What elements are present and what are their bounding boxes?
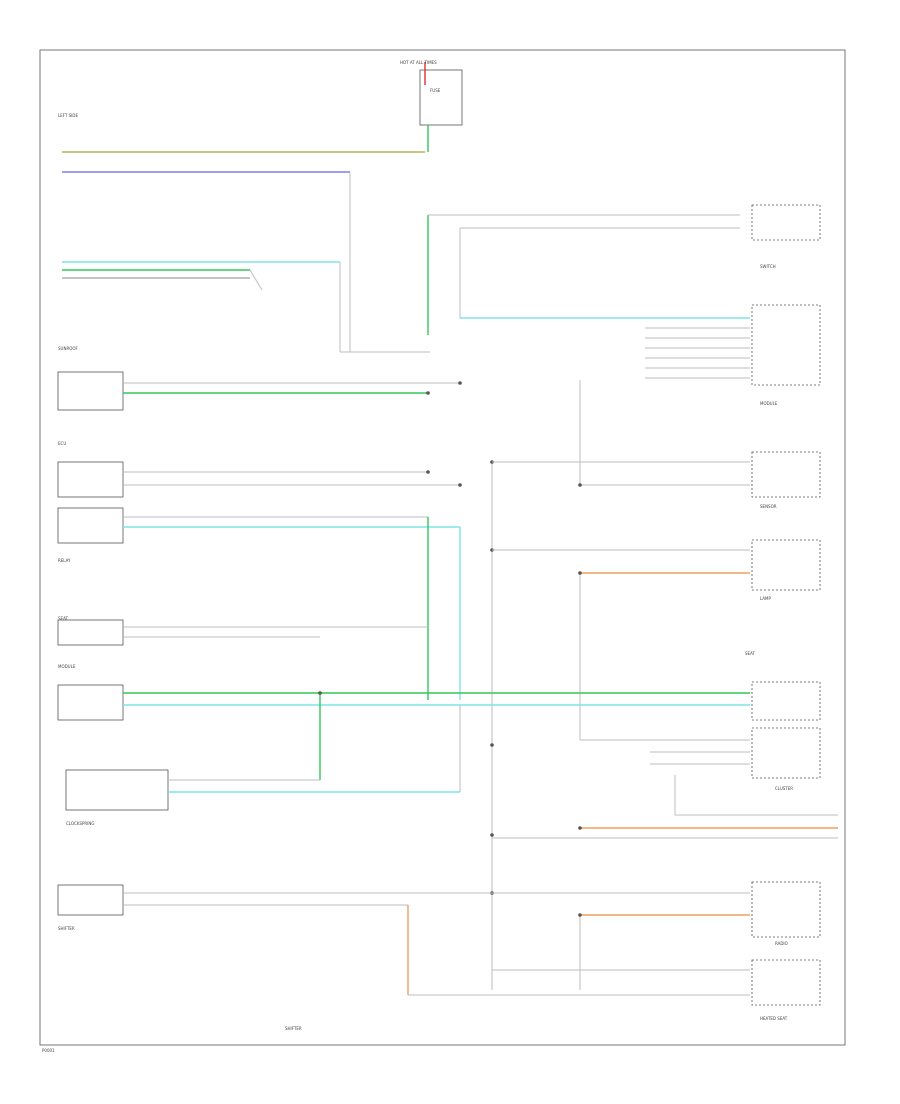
connector-module: MODULE xyxy=(57,664,750,780)
connector-right-1-label: SWITCH xyxy=(760,264,776,269)
connector-right-6: CLUSTER xyxy=(580,727,838,816)
fuse-box: HOT AT ALL TIMES FUSE xyxy=(400,60,463,152)
connector-right-6-label: CLUSTER xyxy=(775,786,793,791)
connector-clockspring-label: CLOCKSPRING xyxy=(66,821,94,826)
splice-6 xyxy=(578,826,582,830)
connector-right-2: MODULE xyxy=(460,304,821,406)
connector-right-1: SWITCH xyxy=(751,204,821,269)
connector-right-8-label: HEATED SEAT xyxy=(760,1016,788,1021)
footer-code: P0001 xyxy=(42,1048,55,1053)
connector-right-4: LAMP xyxy=(492,539,821,740)
connector-right-4-label: LAMP xyxy=(760,596,772,601)
diagram-frame xyxy=(39,49,846,1046)
connector-left-upper-label: LEFT SIDE xyxy=(58,113,79,118)
connector-right-2-label: MODULE xyxy=(760,401,778,406)
connector-right-7: RADIO xyxy=(492,881,821,990)
connector-ecu-2: RELAY xyxy=(57,507,460,563)
connector-module-label: MODULE xyxy=(58,664,76,669)
fuse-box-side-label: FUSE xyxy=(430,88,441,93)
connector-right-7-label: RADIO xyxy=(775,941,788,946)
bottom-label: SHIFTER xyxy=(285,1026,302,1031)
fuse-box-top-label: HOT AT ALL TIMES xyxy=(400,60,437,65)
splice-4 xyxy=(490,833,494,837)
connector-right-5-label: SEAT xyxy=(745,651,755,656)
connector-ecu-2-label: RELAY xyxy=(58,558,71,563)
connector-right-8: HEATED SEAT xyxy=(492,959,821,1021)
connector-shifter-left-label: SHIFTER xyxy=(58,926,75,931)
connector-right-5: SEAT xyxy=(745,651,821,721)
connector-left-upper: LEFT SIDE xyxy=(58,113,430,353)
connector-right-3-label: SENSOR xyxy=(760,504,777,509)
connector-seat-label: SEAT xyxy=(58,616,68,621)
connector-sunroof-label: SUNROOF xyxy=(58,346,79,351)
connector-sunroof: SUNROOF xyxy=(57,346,462,411)
splice-3 xyxy=(490,743,494,747)
connector-clockspring: CLOCKSPRING xyxy=(65,705,461,826)
connector-ecu-1-label: ECU xyxy=(58,441,66,446)
connector-shifter-left: SHIFTER xyxy=(57,884,750,996)
connector-seat: SEAT xyxy=(57,616,428,646)
connector-right-3: SENSOR xyxy=(492,380,821,509)
connector-ecu-1: ECU xyxy=(57,441,462,498)
